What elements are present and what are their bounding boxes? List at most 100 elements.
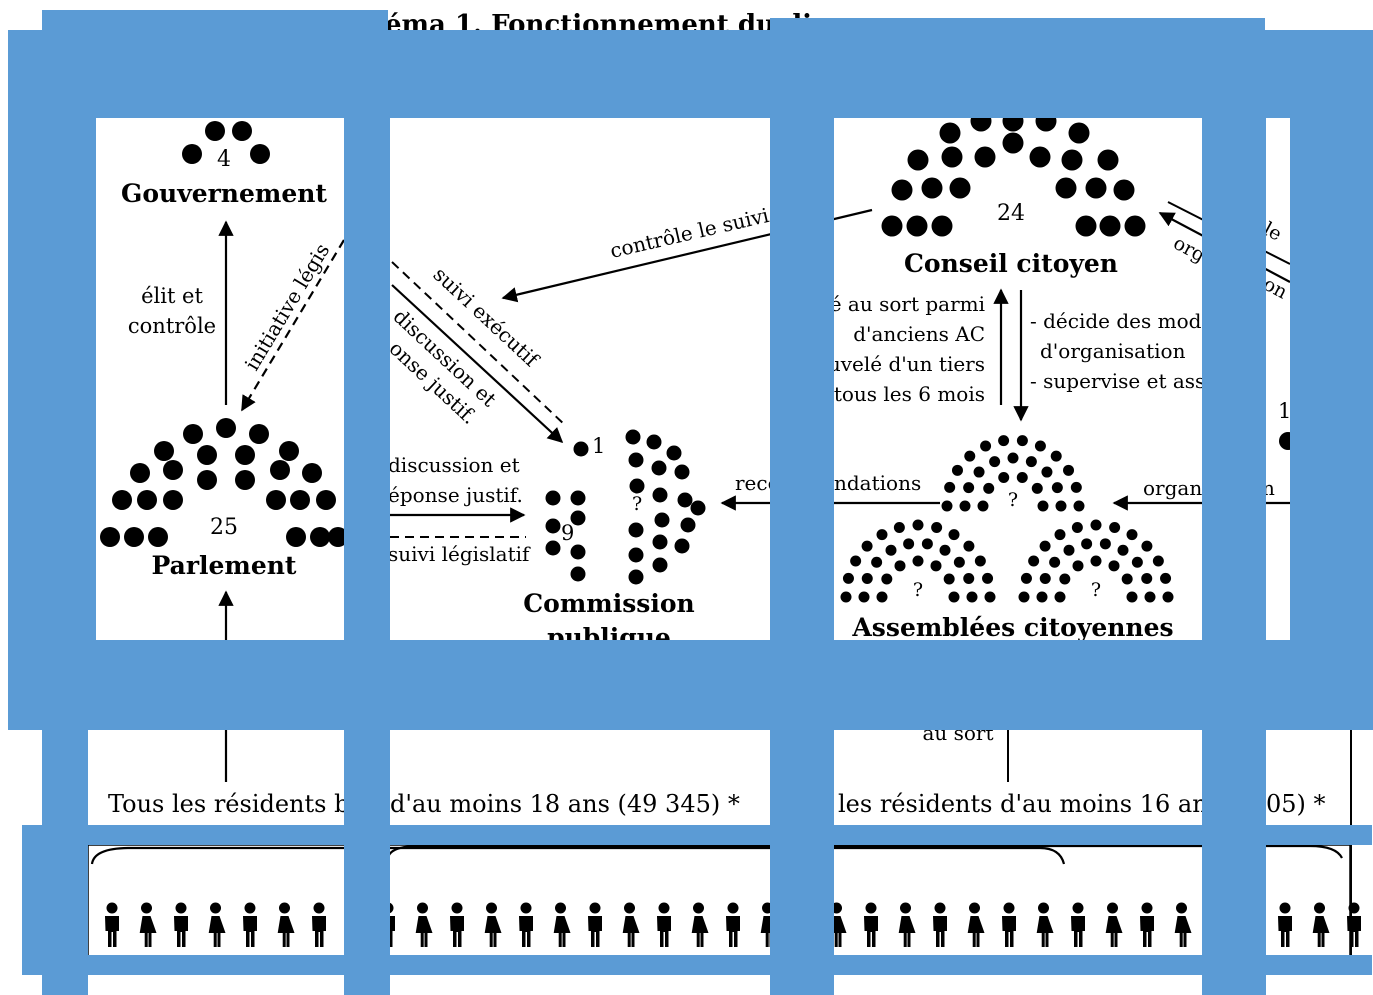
label-decide-3: - supervise et assi <box>1030 369 1212 393</box>
overlay-post-4 <box>1202 730 1266 995</box>
blue-grid-overlay <box>8 10 1373 995</box>
seat-dot <box>943 573 955 585</box>
seat-dot <box>964 450 976 462</box>
label-elit-1: élit et <box>141 284 203 308</box>
seat-dot <box>328 527 348 547</box>
seat-dot <box>930 560 942 572</box>
seat-dot <box>628 452 644 468</box>
person-icon <box>105 902 119 947</box>
seat-dot <box>651 460 667 476</box>
seat-dot <box>939 544 951 556</box>
person-icon <box>484 902 502 947</box>
arrow-discussion <box>391 284 564 444</box>
seat-dot <box>1126 529 1138 541</box>
seat-dot <box>931 215 953 237</box>
seat-dot <box>205 121 225 141</box>
seat-dot <box>1059 573 1071 585</box>
seat-dot <box>270 460 290 480</box>
seat-dot <box>939 122 961 144</box>
parlement-count: 25 <box>210 515 238 540</box>
conseil-label: Conseil citoyen <box>904 249 1118 278</box>
seat-dot <box>1051 482 1063 494</box>
seat-dot <box>906 215 928 237</box>
seat-dot <box>570 566 586 582</box>
seat-dot <box>570 510 586 526</box>
seat-dot <box>197 470 217 490</box>
seat-dot <box>1041 466 1053 478</box>
seat-dot <box>949 177 971 199</box>
seat-dot <box>1031 482 1043 494</box>
seat-dot <box>163 490 183 510</box>
seat-dot <box>871 556 883 568</box>
overlay-post-2 <box>344 730 390 995</box>
label-tire-1: é au sort parmi <box>830 292 985 316</box>
seat-dot <box>1085 177 1107 199</box>
conseil-count: 24 <box>997 201 1025 226</box>
seat-dot <box>232 121 252 141</box>
seat-dot <box>1068 122 1090 144</box>
seat-dot <box>545 518 561 534</box>
seat-dot <box>1055 500 1067 512</box>
seat-dot <box>1049 556 1061 568</box>
person-icon <box>1278 902 1292 947</box>
seat-dot <box>1063 544 1075 556</box>
seat-dot <box>912 519 924 531</box>
label-decide-1: - décide des moda <box>1030 309 1213 333</box>
seat-dot <box>652 487 668 503</box>
seat-dot <box>1081 538 1093 550</box>
overlay-post-3 <box>770 730 834 995</box>
gouvernement-label: Gouvernement <box>121 179 327 208</box>
seat-dot <box>876 529 888 541</box>
seat-dot <box>197 445 217 465</box>
seat-dot <box>1020 572 1032 584</box>
seat-dot <box>1097 149 1119 171</box>
assemblees-count-left: ? <box>913 579 923 601</box>
person-icon <box>622 902 640 947</box>
seat-dot <box>249 424 269 444</box>
seat-dot <box>1126 591 1138 603</box>
person-icon <box>277 902 295 947</box>
seat-dot <box>980 440 992 452</box>
arrow-initiative <box>241 239 345 412</box>
seat-dot <box>625 429 641 445</box>
brace-right <box>386 844 1343 859</box>
person-icon <box>967 902 985 947</box>
seat-dot <box>1152 555 1164 567</box>
seat-dot <box>130 463 150 483</box>
seat-dot <box>977 500 989 512</box>
conseil-seats <box>881 110 1146 237</box>
seat-dot <box>290 490 310 510</box>
seat-dot <box>1002 132 1024 154</box>
population-icons <box>105 902 1361 947</box>
label-elit-2: contrôle <box>128 314 216 338</box>
seat-dot <box>840 591 852 603</box>
seat-dot <box>989 456 1001 468</box>
seat-dot <box>1071 521 1083 533</box>
seat-dot <box>1131 556 1143 568</box>
person-icon <box>657 902 671 947</box>
seat-dot <box>921 538 933 550</box>
seat-dot <box>1109 521 1121 533</box>
seat-dot <box>881 573 893 585</box>
person-icon <box>1105 902 1123 947</box>
bottom-box-outline <box>87 844 1351 964</box>
commission-count-top: 1 <box>592 434 605 458</box>
person-icon <box>1312 902 1330 947</box>
right-edge-count: 1 <box>1278 399 1291 423</box>
seat-dot <box>674 464 690 480</box>
commission-count-right: ? <box>632 493 642 515</box>
person-icon <box>415 902 433 947</box>
label-tire-4: tous les 6 mois <box>834 382 985 406</box>
person-icon <box>312 902 326 947</box>
seat-dot <box>1141 540 1153 552</box>
seat-dot <box>677 492 693 508</box>
seat-dot <box>944 481 956 493</box>
seat-dot <box>998 435 1010 447</box>
seat-dot <box>573 441 589 457</box>
seat-dot <box>1055 177 1077 199</box>
seat-dot <box>842 572 854 584</box>
seat-dot <box>124 527 144 547</box>
seat-dot <box>628 569 644 585</box>
seat-dot <box>1124 215 1146 237</box>
